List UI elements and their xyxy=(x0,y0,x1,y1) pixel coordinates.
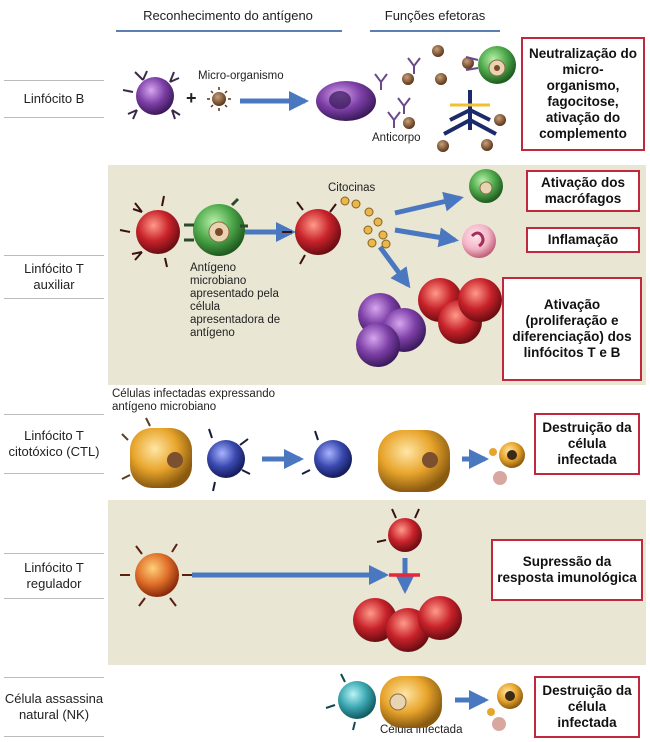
row-label-ctl: Linfócito T citotóxico (CTL) xyxy=(4,414,104,474)
helper-t-cell xyxy=(119,195,180,268)
outcome-neutralization: Neutralização do micro-organismo, fagoci… xyxy=(521,37,645,151)
header-effector: Funções efetoras xyxy=(384,8,486,23)
outcome-immune-suppression: Supressão da resposta imunológica xyxy=(491,539,643,601)
suppressed-t-cells xyxy=(353,596,462,652)
cytokine-particles xyxy=(340,196,391,249)
outcome-lymphocyte-activation: Ativação (proliferação e diferenciação) … xyxy=(502,277,642,381)
label-antibody: Anticorpo xyxy=(372,132,421,144)
plasma-cell xyxy=(316,81,376,121)
outcome-ctl-destruction: Destruição da célula infectada xyxy=(534,413,640,475)
dying-cell-nk xyxy=(487,683,523,731)
label-apc-antigen: Antígeno microbiano apresentado pela cél… xyxy=(190,262,281,339)
row-label-b-cell: Linfócito B xyxy=(4,80,104,118)
outcome-inflammation: Inflamação xyxy=(526,227,640,253)
proliferating-lymphocytes xyxy=(356,278,502,367)
label-microorganism: Micro-organismo xyxy=(198,70,284,82)
header-effector-underline xyxy=(370,30,500,32)
antibodies-and-microbes xyxy=(374,57,421,128)
outcome-nk-destruction: Destruição da célula infectada xyxy=(534,676,640,738)
ctl-cell-1 xyxy=(207,428,251,492)
antibody-complex xyxy=(443,90,497,136)
nk-cell xyxy=(325,673,376,731)
header-recognition: Reconhecimento do antígeno xyxy=(143,8,313,23)
infected-cell-nk xyxy=(380,676,442,728)
label-cytokines: Citocinas xyxy=(328,182,376,194)
arrow-group xyxy=(192,91,489,710)
row-label-regulatory-t: Linfócito T regulador xyxy=(4,553,104,599)
row-label-nk: Célula assassina natural (NK) xyxy=(4,677,104,737)
microorganism xyxy=(207,87,231,111)
infected-cell-2 xyxy=(378,430,450,492)
ctl-cell-2 xyxy=(301,430,352,478)
activated-t-cell xyxy=(282,201,341,265)
neutrophil xyxy=(462,224,496,258)
macrophage-row1 xyxy=(465,46,516,84)
infected-cell-1 xyxy=(121,417,192,488)
label-infected-cells: Células infectadas expressando antígeno … xyxy=(112,388,276,413)
header-recognition-underline xyxy=(116,30,342,32)
macrophage-row2 xyxy=(469,169,503,203)
microbes-cluster xyxy=(402,45,506,152)
target-t-cell xyxy=(376,508,422,552)
b-cell xyxy=(122,70,181,120)
label-plus: + xyxy=(186,88,197,108)
treg-cell xyxy=(120,543,192,607)
row-label-helper-t: Linfócito T auxiliar xyxy=(4,255,104,299)
outcome-macrophage-activation: Ativação dos macrófagos xyxy=(526,170,640,212)
dying-cell-ctl xyxy=(489,442,525,485)
apc-cell xyxy=(184,197,248,256)
